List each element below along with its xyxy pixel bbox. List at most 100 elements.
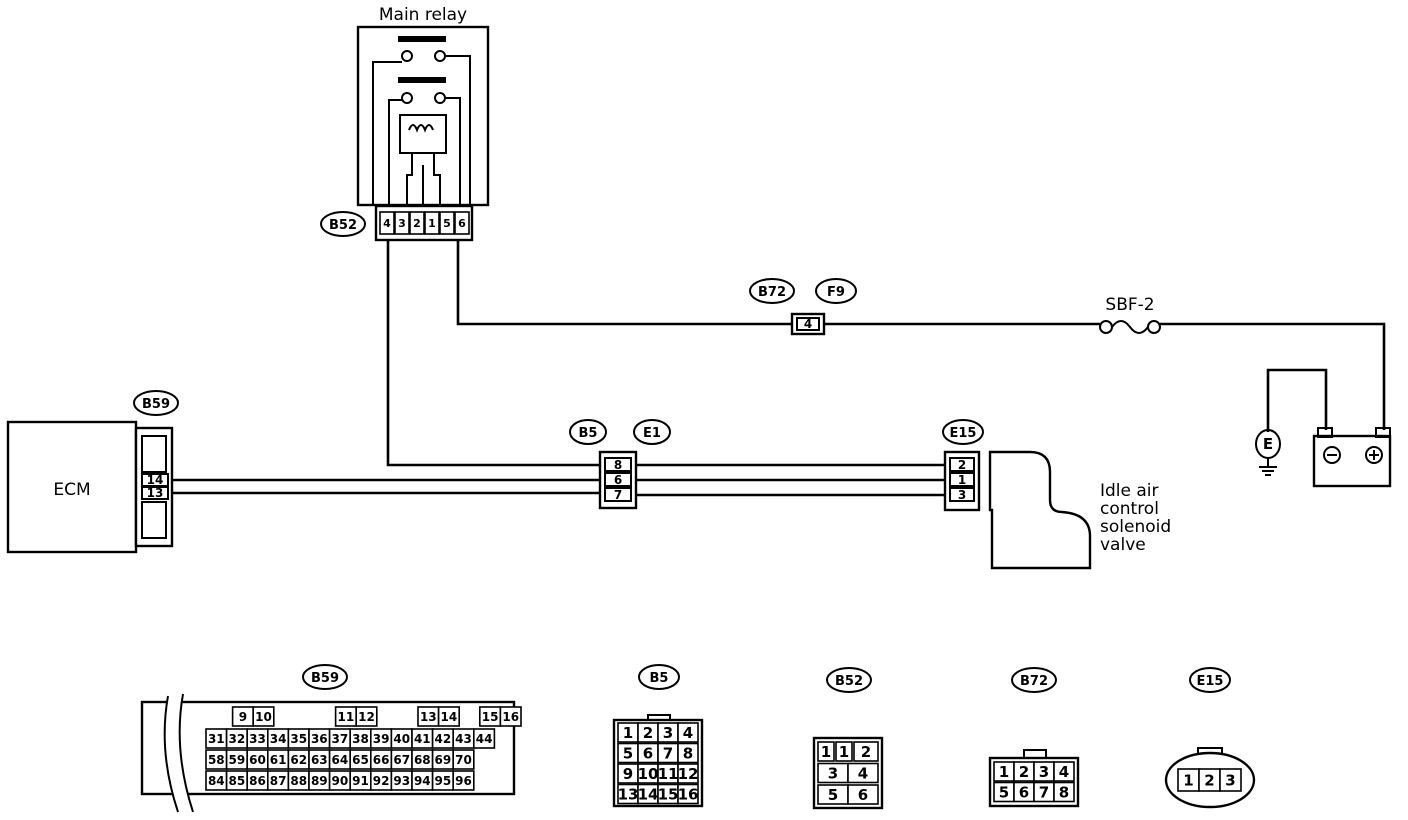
b59-legend-pin-label: 16 <box>502 710 519 724</box>
b52-pin-cell <box>424 211 440 235</box>
b5-legend-pin-cell <box>677 722 699 743</box>
legend-b72-tag: B72 <box>1020 674 1048 689</box>
e1-tag: E1 <box>643 426 661 441</box>
b5-legend-pin-label: 15 <box>658 785 679 803</box>
b52-legend-pin-cell <box>835 741 853 762</box>
b5-pin-b: 6 <box>614 473 622 487</box>
b5-legend-pin-label: 7 <box>663 744 673 762</box>
e15-legend-pin-label: 2 <box>1204 771 1214 789</box>
b52-pin-cell <box>379 211 395 235</box>
b59-legend-pin-label: 36 <box>311 732 328 746</box>
b59-pin-a: 14 <box>147 473 164 487</box>
b59-legend-pin-label: 92 <box>373 774 390 788</box>
f9-tag: F9 <box>827 285 845 300</box>
b59-legend-pin-label: 62 <box>290 753 307 767</box>
b72-legend-pin-label: 4 <box>1059 763 1069 781</box>
b59-legend-pin-label: 34 <box>270 732 287 746</box>
e15-legend-pin-cell <box>1219 768 1242 792</box>
b5-legend-pin-cell <box>677 742 699 764</box>
b52-pin-label: 6 <box>458 217 466 230</box>
fuse-element-icon <box>1111 320 1149 334</box>
b5-legend-pin-label: 16 <box>678 785 699 803</box>
wire-relay-to-b5 <box>386 240 604 467</box>
b52-legend-pin-cell <box>847 762 879 784</box>
iac-valve-body <box>988 450 1092 570</box>
b59-legend-pin-label: 35 <box>290 732 307 746</box>
fuse-sbf-2: SBF-2 <box>1099 295 1161 334</box>
b59-legend-pin-label: 10 <box>255 710 272 724</box>
e15-pin-c: 3 <box>958 488 966 502</box>
b59-legend-pin-cell <box>452 749 475 770</box>
iac-label-line3: solenoid <box>1100 517 1171 537</box>
b52-legend-pin-label: 1 <box>839 743 849 761</box>
b52-tag: B52 <box>329 218 357 233</box>
b59-legend-pin-label: 60 <box>249 753 266 767</box>
b5-legend-pin-label: 9 <box>623 765 633 783</box>
fuse-terminal-left-icon <box>1099 320 1113 334</box>
b5-legend-pin-label: 1 <box>623 724 633 742</box>
b5-e1-connector: B5 E1 8 6 7 <box>569 419 671 510</box>
b5-legend-pin-label: 10 <box>638 765 659 783</box>
b59-legend-pin-label: 31 <box>208 732 225 746</box>
b59-legend-pin-label: 44 <box>476 732 493 746</box>
b72-legend-pin-label: 1 <box>999 763 1009 781</box>
f9-pin: 4 <box>804 317 812 331</box>
b59-legend-pin-label: 69 <box>435 753 452 767</box>
b59-legend-pin-label: 9 <box>239 710 247 724</box>
b5-legend-pin-label: 12 <box>678 765 699 783</box>
b59-legend-pin-label: 39 <box>373 732 390 746</box>
b59-legend-pin-label: 15 <box>482 710 499 724</box>
b5-legend-pin-cell <box>677 783 699 805</box>
idle-air-control-valve: Idle air control solenoid valve <box>988 450 1171 570</box>
legend-b52-tag: B52 <box>835 674 863 689</box>
b72-legend-pin-label: 5 <box>999 783 1009 801</box>
b59-legend-pin-label: 12 <box>358 710 375 724</box>
legend-b5-tag: B5 <box>650 671 669 686</box>
e15-pin-b: 1 <box>958 473 966 487</box>
b59-legend-pin-label: 13 <box>420 710 437 724</box>
b72-legend-pin-label: 3 <box>1039 763 1049 781</box>
b5-legend-pin-label: 5 <box>623 744 633 762</box>
b59-legend-pin-label: 63 <box>311 753 328 767</box>
b59-legend-pin-label: 32 <box>229 732 246 746</box>
b52-legend-pin-cell <box>817 741 835 762</box>
b59-legend-pin-label: 43 <box>455 732 472 746</box>
ecm-label: ECM <box>53 480 90 500</box>
b59-legend-pin-label: 11 <box>338 710 355 724</box>
fuse-label: SBF-2 <box>1105 295 1154 315</box>
b59-legend-pin-label: 42 <box>435 732 452 746</box>
b52-pin-cell <box>394 211 410 235</box>
b59-legend-pin-label: 93 <box>393 774 410 788</box>
b72-legend-pin-label: 7 <box>1039 783 1049 801</box>
b59-legend-pin-label: 66 <box>373 753 390 767</box>
iac-label-line2: control <box>1100 499 1159 519</box>
e15-pin-a: 2 <box>958 458 966 472</box>
iac-label-line1: Idle air <box>1100 481 1159 501</box>
b59-legend-pin-label: 94 <box>414 774 431 788</box>
b72-legend-pin-cell <box>1053 761 1075 782</box>
b72-legend-pin-label: 6 <box>1019 783 1029 801</box>
b52-legend-pin-label: 6 <box>858 786 868 804</box>
relay-coil-icon <box>399 114 447 154</box>
b59-legend-pin-label: 38 <box>352 732 369 746</box>
b52-legend-pin-label: 2 <box>861 743 871 761</box>
b5-pin-c: 7 <box>614 488 622 502</box>
b5-legend-pin-label: 4 <box>683 724 693 742</box>
b72-legend-pin-label: 8 <box>1059 783 1069 801</box>
wire-fuse-to-battery <box>1160 322 1386 430</box>
b5-tag: B5 <box>579 426 598 441</box>
b5-legend-pin-cell <box>677 763 699 784</box>
b59-legend-pin-label: 14 <box>441 710 458 724</box>
b59-legend-pin-label: 95 <box>435 774 452 788</box>
b59-legend-pin-label: 85 <box>229 774 246 788</box>
b59-legend-pin-cell <box>472 728 496 749</box>
b52-pin-label: 1 <box>428 217 436 230</box>
b5-legend-pin-label: 3 <box>663 724 673 742</box>
b59-legend-pin-label: 87 <box>270 774 287 788</box>
b59-legend-pin-label: 67 <box>393 753 410 767</box>
battery-negative-icon <box>1323 446 1341 464</box>
